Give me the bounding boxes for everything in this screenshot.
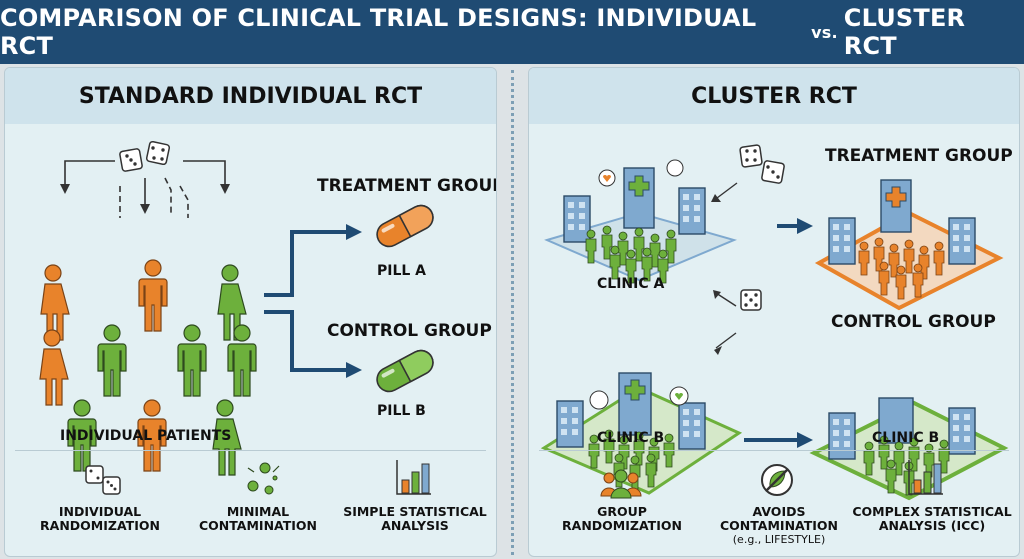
title-vs: vs. [811,22,838,42]
clinic-a-label: CLINIC A [597,276,665,292]
pill-b-label: PILL B [377,403,426,419]
left-treatment-label: TREATMENT GROUP [317,176,497,196]
panel-divider [511,70,514,555]
dice-icon [85,465,121,495]
right-treatment-label: TREATMENT GROUP [825,146,1013,166]
left-separator [15,450,486,451]
pill-a-icon [376,204,434,248]
clinic-a-cluster [544,159,738,284]
no-leaf-icon [761,464,793,496]
right-control-label: CONTROL GROUP [831,312,996,332]
scatter-dots-icon [247,462,280,495]
treatment-cluster [814,179,1004,311]
title-banner: COMPARISON OF CLINICAL TRIAL DESIGNS: IN… [0,0,1024,64]
title-part2: CLUSTER RCT [843,4,966,60]
dice-icon [739,144,785,184]
individual-rct-panel: STANDARD INDIVIDUAL RCT [4,67,497,557]
clinic-b-label: CLINIC B [597,430,665,446]
clinic-b-result-label: CLINIC B [872,430,940,446]
dice-icon [119,140,171,172]
individual-rct-heading: STANDARD INDIVIDUAL RCT [5,68,496,124]
allocation-arrows [264,224,362,378]
dice-icon [740,289,762,311]
cluster-rct-panel: CLUSTER RCT [528,67,1020,557]
pill-a-label: PILL A [377,263,427,279]
clinic-b-cluster [540,372,743,495]
bar-chart-icon [908,460,943,495]
title-part1: COMPARISON OF CLINICAL TRIAL DESIGNS: IN… [0,4,757,60]
cluster-rct-heading: CLUSTER RCT [529,68,1019,124]
bar-chart-icon [396,460,431,495]
pill-b-icon [376,349,434,393]
randomization-arrows [60,160,230,218]
patients-caption: INDIVIDUAL PATIENTS [60,428,232,444]
right-separator [539,450,1009,451]
cluster-diagram [540,159,1009,501]
left-control-label: CONTROL GROUP [327,321,492,341]
group-icon [600,469,642,499]
